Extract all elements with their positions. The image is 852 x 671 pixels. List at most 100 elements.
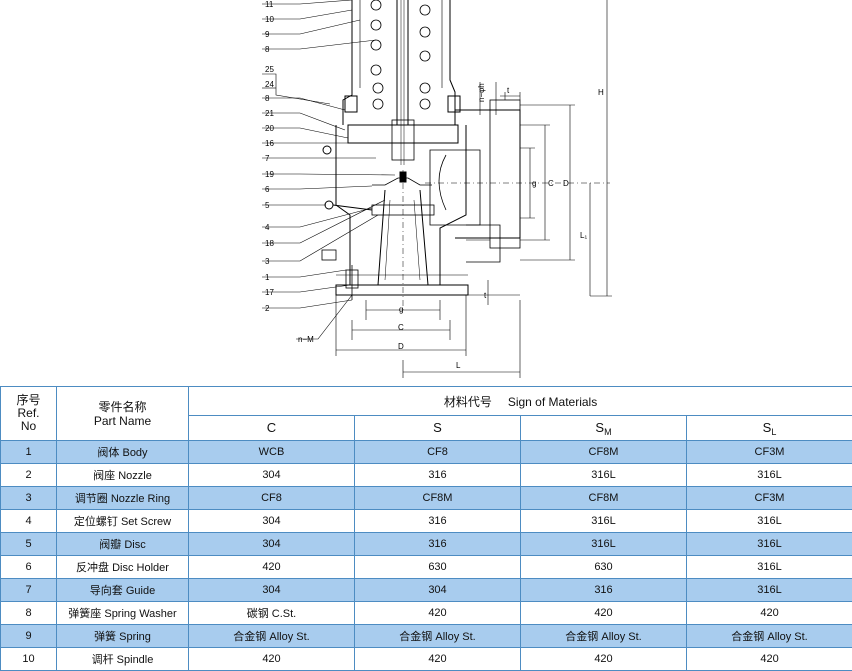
row-material-sl: CF3M <box>687 441 852 464</box>
row-material-s: 630 <box>355 556 521 579</box>
dim-g-bottom: g <box>399 305 403 314</box>
row-material-sm: 420 <box>521 602 687 625</box>
row-material-sl: 316L <box>687 556 852 579</box>
row-part-name: 弹簧 Spring <box>57 625 189 648</box>
row-ref-no: 5 <box>1 533 57 556</box>
row-material-sm: 316L <box>521 533 687 556</box>
callout-2: 2 <box>265 304 270 313</box>
dim-t-right: t <box>507 86 510 95</box>
row-material-sm: 316L <box>521 464 687 487</box>
callout-labels-top: 11 10 9 8 <box>265 0 274 54</box>
row-material-sl: 316L <box>687 464 852 487</box>
ref-no-header: 序号 Ref. No <box>1 387 57 441</box>
row-material-s: 316 <box>355 533 521 556</box>
row-part-name: 调节圈 Nozzle Ring <box>57 487 189 510</box>
row-part-name: 弹簧座 Spring Washer <box>57 602 189 625</box>
row-material-sl: 420 <box>687 648 852 671</box>
row-ref-no: 8 <box>1 602 57 625</box>
row-ref-no: 9 <box>1 625 57 648</box>
row-part-name: 阀瓣 Disc <box>57 533 189 556</box>
row-material-s: 304 <box>355 579 521 602</box>
dim-D-right: D <box>563 179 569 188</box>
body-lower <box>336 150 466 285</box>
spring-coils <box>371 0 430 109</box>
row-material-sl: 316L <box>687 510 852 533</box>
dim-t-bottom: t <box>484 291 487 300</box>
grade-SM-header: SM <box>521 416 687 441</box>
row-ref-no: 7 <box>1 579 57 602</box>
spindle <box>397 0 408 125</box>
inlet-flange <box>336 285 468 295</box>
row-material-c: 304 <box>189 464 355 487</box>
row-material-c: 304 <box>189 510 355 533</box>
row-part-name: 反冲盘 Disc Holder <box>57 556 189 579</box>
ref-no-en1: Ref. <box>17 406 39 420</box>
row-material-sl: 316L <box>687 533 852 556</box>
table-row: 1 阀体 Body WCB CF8 CF8M CF3M <box>1 441 852 464</box>
row-ref-no: 10 <box>1 648 57 671</box>
row-material-s: 420 <box>355 602 521 625</box>
valve-drawing-svg: 11 10 9 8 25 24 8 21 20 16 7 19 6 5 4 18… <box>0 0 852 386</box>
row-material-c: 420 <box>189 556 355 579</box>
grade-C-header: C <box>189 416 355 441</box>
callout-11: 11 <box>265 0 274 9</box>
callout-9: 9 <box>265 30 270 39</box>
row-material-sm: CF8M <box>521 487 687 510</box>
callout-18: 18 <box>265 239 274 248</box>
row-material-sl: 420 <box>687 602 852 625</box>
callout-21: 21 <box>265 109 274 118</box>
materials-header: 材料代号 Sign of Materials <box>189 387 852 416</box>
row-material-s: CF8M <box>355 487 521 510</box>
callout-19: 19 <box>265 170 274 179</box>
table-row: 3 调节圈 Nozzle Ring CF8 CF8M CF8M CF3M <box>1 487 852 510</box>
row-material-sl: 合金钢 Alloy St. <box>687 625 852 648</box>
row-material-s: 420 <box>355 648 521 671</box>
part-name-en: Part Name <box>94 414 151 428</box>
dimension-labels: H n−φh t g C D L₁ t g C D L n−M <box>298 83 604 370</box>
dim-n-M: n−M <box>298 335 314 344</box>
callout-24: 24 <box>265 80 274 89</box>
row-material-c: 304 <box>189 533 355 556</box>
callout-20: 20 <box>265 124 274 133</box>
materials-header-en: Sign of Materials <box>508 395 597 409</box>
row-ref-no: 3 <box>1 487 57 510</box>
ref-no-cn: 序号 <box>16 393 40 407</box>
dim-H: H <box>598 88 604 97</box>
row-material-sm: 630 <box>521 556 687 579</box>
callout-4: 4 <box>265 223 270 232</box>
set-screw <box>325 201 333 209</box>
table-row: 5 阀瓣 Disc 304 316 316L 316L <box>1 533 852 556</box>
outlet-flange <box>455 110 520 238</box>
row-material-sl: CF3M <box>687 487 852 510</box>
row-material-sm: 420 <box>521 648 687 671</box>
dim-L1: L₁ <box>580 231 587 240</box>
row-material-s: 合金钢 Alloy St. <box>355 625 521 648</box>
materials-table: 序号 Ref. No 零件名称 Part Name 材料代号 Sign of Ma… <box>0 386 852 671</box>
callout-6: 6 <box>265 185 270 194</box>
row-part-name: 阀体 Body <box>57 441 189 464</box>
row-material-c: WCB <box>189 441 355 464</box>
row-ref-no: 1 <box>1 441 57 464</box>
callout-25: 25 <box>265 65 274 74</box>
callout-3: 3 <box>265 257 270 266</box>
table-row: 6 反冲盘 Disc Holder 420 630 630 316L <box>1 556 852 579</box>
table-row: 8 弹簧座 Spring Washer 碳钢 C.St. 420 420 420 <box>1 602 852 625</box>
part-name-header: 零件名称 Part Name <box>57 387 189 441</box>
row-material-c: 304 <box>189 579 355 602</box>
row-material-c: CF8 <box>189 487 355 510</box>
dim-g-right: g <box>532 179 536 188</box>
grade-SL-header: SL <box>687 416 852 441</box>
row-material-sm: 316 <box>521 579 687 602</box>
callout-7: 7 <box>265 154 270 163</box>
table-row: 7 导向套 Guide 304 304 316 316L <box>1 579 852 602</box>
row-material-sm: 316L <box>521 510 687 533</box>
body-top-flange <box>348 125 458 143</box>
row-material-sm: CF8M <box>521 441 687 464</box>
dim-C-right: C <box>548 179 554 188</box>
materials-header-cn: 材料代号 <box>444 395 492 409</box>
dim-L-bottom: L <box>456 361 461 370</box>
dim-C-bottom: C <box>398 323 404 332</box>
dimension-lines <box>336 0 612 378</box>
callout-17: 17 <box>265 288 274 297</box>
